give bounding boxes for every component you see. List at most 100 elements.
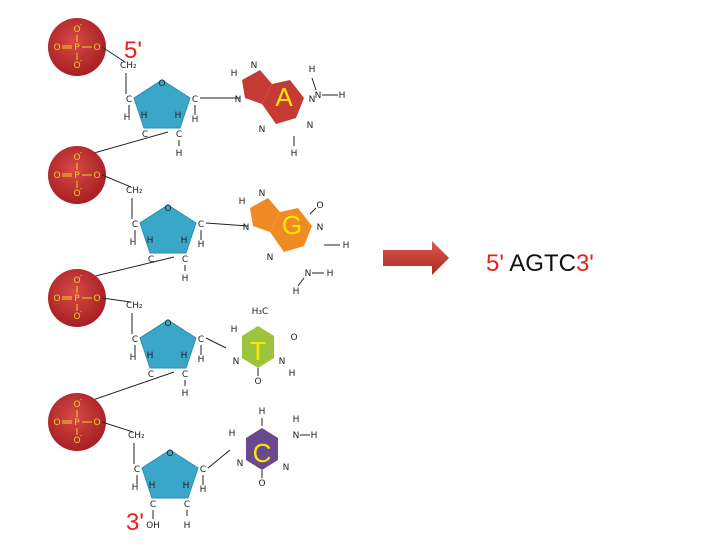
oxygen-atom: O — [73, 25, 80, 35]
hydrogen-atom: H — [147, 351, 154, 361]
ch2-label: CH₂ — [120, 61, 137, 71]
charge-minus: - — [80, 272, 83, 280]
oxygen-atom: O — [93, 418, 100, 428]
nitrogen-atom: N — [259, 189, 266, 199]
charge-minus: - — [80, 149, 83, 157]
oxygen-atom: O — [254, 377, 261, 387]
hydrogen-atom: H — [130, 238, 137, 248]
oxygen-atom: O — [290, 333, 297, 343]
hydrogen-atom: H — [200, 485, 207, 495]
bond — [205, 337, 227, 349]
phosphorus-atom: P — [74, 43, 80, 53]
charge-minus: - — [80, 396, 83, 404]
nitrogen-atom: N — [315, 91, 322, 101]
nitrogen-atom: N — [243, 223, 250, 233]
carbon-atom: C — [148, 370, 154, 380]
carbon-atom: C — [150, 500, 156, 510]
bond — [101, 297, 132, 303]
carbon-atom: C — [200, 465, 206, 475]
sugar-ring — [139, 319, 197, 369]
bond — [86, 131, 169, 156]
bond — [101, 174, 132, 188]
hydrogen-atom: H — [147, 236, 154, 246]
hydrogen-atom: H — [309, 65, 316, 75]
carbon-atom: C — [176, 130, 182, 140]
hydrogen-atom: H — [181, 351, 188, 361]
sequence-five-prime: 5' — [486, 250, 504, 277]
base-ring — [262, 80, 304, 124]
hydrogen-atom: H — [176, 149, 183, 159]
three-prime-label: 3' — [126, 509, 144, 536]
base-letter: T — [250, 336, 266, 366]
oxygen-atom: O — [53, 171, 60, 181]
nitrogen-atom: N — [293, 431, 300, 441]
hydrogen-atom: H — [149, 481, 156, 491]
hydrogen-atom: H — [291, 149, 298, 159]
hydrogen-atom: H — [130, 353, 137, 363]
hydrogen-atom: H — [192, 115, 199, 125]
phosphate-circle — [48, 146, 106, 204]
hydrogen-atom: H — [231, 69, 238, 79]
sequence-label: 5' AGTC3' — [486, 250, 594, 278]
sequence-bases: AGTC — [509, 250, 576, 277]
carbon-atom: C — [132, 335, 138, 345]
hydrogen-atom: H — [124, 113, 131, 123]
hydrogen-atom: H — [184, 521, 191, 531]
oxygen-atom: O — [73, 61, 80, 71]
ch2-label: CH₂ — [126, 301, 143, 311]
hydrogen-atom: H — [231, 325, 238, 335]
hydrogen-atom: H — [239, 197, 246, 207]
nitrogen-atom: N — [267, 253, 274, 263]
nitrogen-atom: N — [237, 459, 244, 469]
carbon-atom: C — [132, 220, 138, 230]
oxygen-atom: O — [73, 276, 80, 286]
oxygen-atom: O — [73, 189, 80, 199]
nitrogen-atom: N — [283, 463, 290, 473]
oxygen-atom: O — [73, 436, 80, 446]
hydrogen-atom: H — [293, 415, 300, 425]
charge-minus: - — [80, 57, 83, 65]
nitrogen-atom: N — [235, 95, 242, 105]
phosphate-circle — [48, 269, 106, 327]
oxygen-atom: O — [164, 204, 171, 214]
base-letter: C — [253, 438, 272, 468]
hydroxyl-label: OH — [146, 521, 160, 531]
oxygen-atom: O — [258, 479, 265, 489]
bond — [86, 256, 175, 279]
bond — [205, 222, 249, 227]
hydrogen-atom: H — [132, 483, 139, 493]
hydrogen-atom: H — [198, 355, 205, 365]
hydrogen-atom: H — [198, 240, 205, 250]
hydrogen-atom: H — [182, 274, 189, 284]
ch2-label: CH₂ — [126, 186, 143, 196]
nitrogen-atom: N — [305, 269, 312, 279]
nitrogen-atom: N — [309, 95, 316, 105]
ch2-label: CH₂ — [128, 431, 145, 441]
phosphorus-atom: P — [74, 294, 80, 304]
carbon-atom: C — [182, 370, 188, 380]
bond — [297, 277, 305, 287]
oxygen-atom: O — [166, 449, 173, 459]
oxygen-atom: O — [93, 294, 100, 304]
base-ring — [242, 70, 272, 104]
hydrogen-atom: H — [141, 111, 148, 121]
base-ring — [270, 208, 312, 252]
phosphorus-atom: P — [74, 418, 80, 428]
sugar-ring — [139, 204, 197, 254]
oxygen-atom: O — [93, 171, 100, 181]
oxygen-atom: O — [164, 319, 171, 329]
hydrogen-atom: H — [289, 369, 296, 379]
base-letter: G — [282, 210, 302, 240]
carbon-atom: C — [182, 255, 188, 265]
carbon-atom: C — [184, 500, 190, 510]
oxygen-atom: O — [73, 153, 80, 163]
